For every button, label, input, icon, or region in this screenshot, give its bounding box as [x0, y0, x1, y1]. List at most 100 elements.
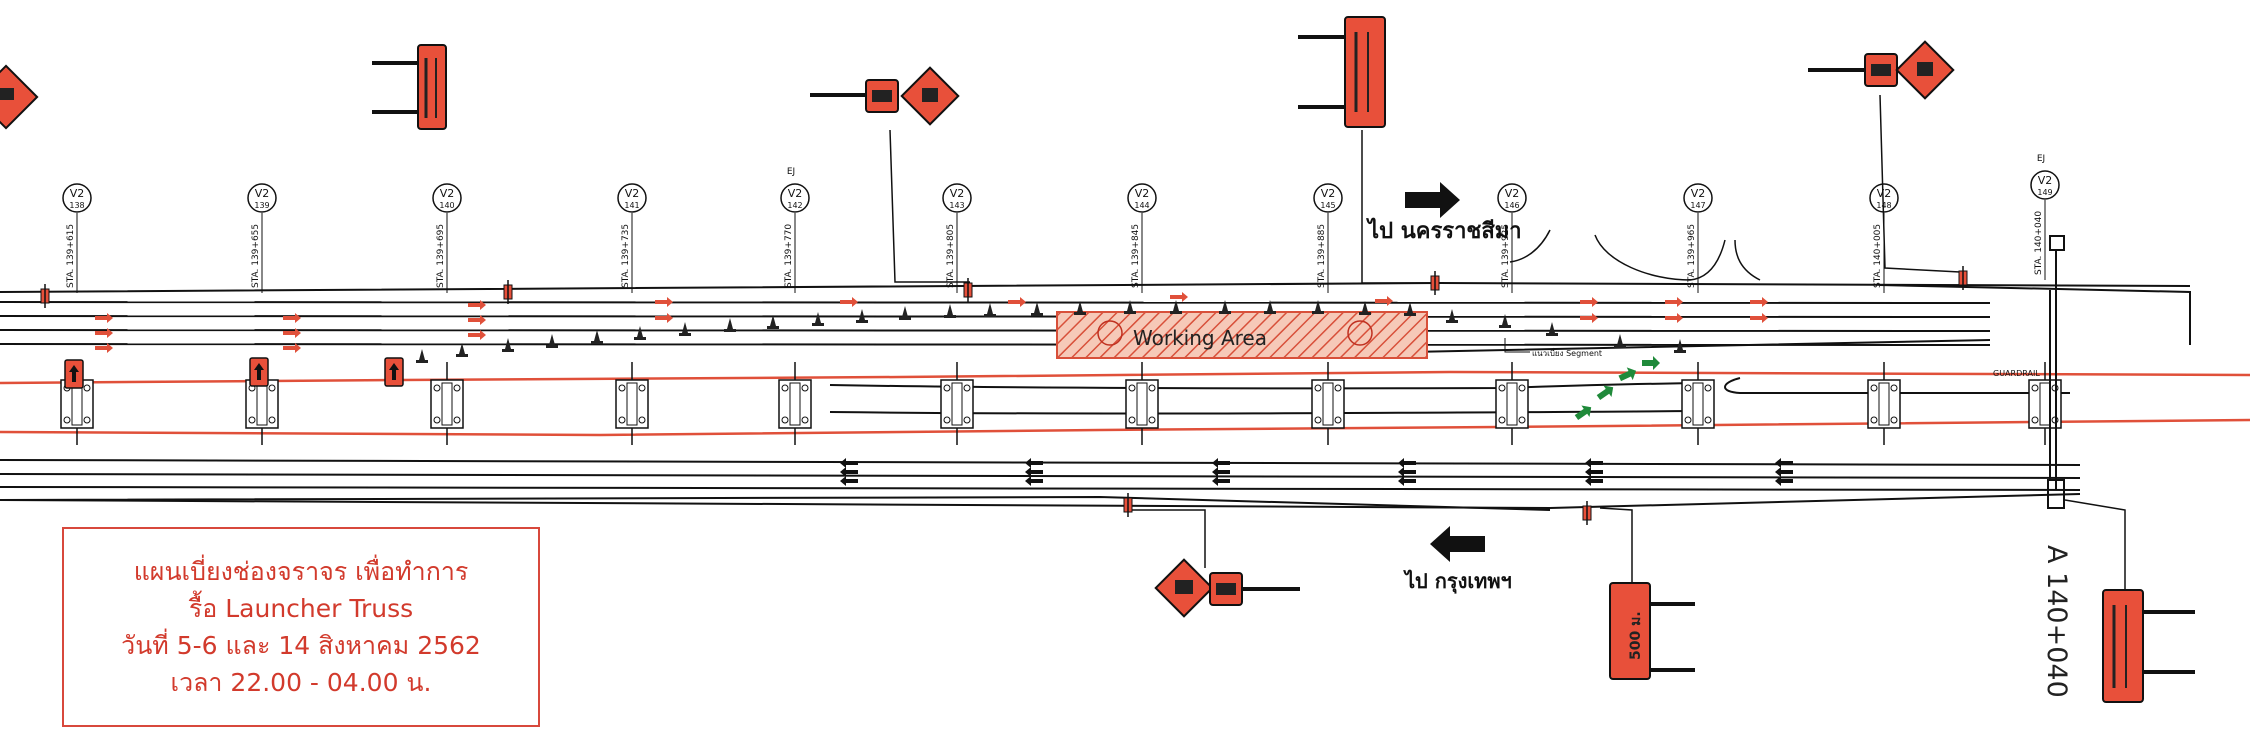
- pier-number: 146: [1504, 201, 1519, 210]
- pier-code: V2: [950, 187, 965, 200]
- lane-arrow-right: [95, 313, 113, 323]
- post-marker: [963, 278, 973, 302]
- traffic-cone: [502, 338, 514, 352]
- title-line-2: รื้อ Launcher Truss: [188, 594, 414, 623]
- traffic-cone: [416, 349, 428, 363]
- pier-station: STA. 139+615: [66, 224, 76, 288]
- lane-arrow-right: [1665, 313, 1683, 323]
- traffic-cone: [812, 312, 824, 326]
- pier-code: V2: [255, 187, 270, 200]
- pier-station: STA. 140+005: [1873, 224, 1883, 288]
- traffic-cone: [944, 304, 956, 318]
- lane-arrow-right: [1750, 313, 1768, 323]
- lane-arrow-right: [1170, 292, 1188, 302]
- lane-arrow-right: [1375, 296, 1393, 306]
- pier-number: 138: [69, 201, 84, 210]
- expansion-joint-label: EJ: [787, 167, 795, 177]
- lane-arrow-box: [249, 357, 269, 387]
- pole-sign-2: [810, 66, 970, 283]
- post-marker: [1123, 493, 1133, 517]
- pole-sign-1: [372, 44, 447, 130]
- traffic-cone: [1170, 300, 1182, 314]
- pier-code: V2: [625, 187, 640, 200]
- pier-station: STA. 139+885: [1317, 224, 1327, 288]
- to-bangkok-label: ไป กรุงเทพฯ: [1403, 569, 1512, 594]
- lane-arrow-left: [840, 458, 858, 486]
- pier-tag: [617, 183, 647, 213]
- traffic-cone: [984, 303, 996, 317]
- green-arrow-3: [1618, 367, 1637, 382]
- pier-tag: [62, 183, 92, 213]
- pier-code: V2: [1691, 187, 1706, 200]
- station-end-label: A 140+040: [2041, 545, 2072, 698]
- traffic-cone: [1499, 314, 1511, 328]
- pier-number: 140: [439, 201, 454, 210]
- pier-station: STA. 139+695: [436, 224, 446, 288]
- green-arrow-1: [1574, 405, 1592, 421]
- pole-sign-6: 500 ม.: [1599, 507, 1695, 680]
- launcher-marker-right: [1347, 320, 1373, 346]
- traffic-cone: [1446, 309, 1458, 323]
- lane-arrow-right: [1750, 297, 1768, 307]
- expansion-joint-label: EJ: [2037, 154, 2045, 164]
- lane-arrow-left: [1398, 458, 1416, 486]
- pier-tag: [780, 183, 810, 213]
- traffic-cone: [767, 315, 779, 329]
- pier-number: 139: [254, 201, 269, 210]
- pier-tag: [247, 183, 277, 213]
- arrow-left-icon: [1430, 526, 1485, 562]
- launcher-marker-left: [1097, 320, 1123, 346]
- pier-code: V2: [1321, 187, 1336, 200]
- lane-arrow-left: [1025, 458, 1043, 486]
- direction-to-bangkok: ไป กรุงเทพฯ: [1403, 526, 1512, 594]
- lower-signs: 500 ม.: [1130, 499, 2195, 703]
- traffic-cone: [899, 306, 911, 320]
- lane-arrow-left: [1212, 458, 1230, 486]
- lane-arrow-right: [468, 300, 486, 310]
- merge-arrows: [1574, 356, 1660, 421]
- pier-tag: [1497, 183, 1527, 213]
- pier-number: 149: [2037, 188, 2052, 197]
- pier-station: STA. 139+925: [1501, 224, 1511, 288]
- traffic-cone: [456, 343, 468, 357]
- traffic-cone: [1674, 339, 1686, 353]
- post-marker: [40, 284, 50, 308]
- red-guide-lines: [0, 370, 2250, 437]
- upper-signs: [0, 16, 1961, 284]
- pier-station: STA. 139+655: [251, 224, 261, 288]
- sign-distance-text: 500 ม.: [1628, 611, 1644, 660]
- pier-station: STA. 139+965: [1687, 224, 1697, 288]
- lane-arrow-left: [1585, 458, 1603, 486]
- pier-station: STA. 139+770: [784, 224, 794, 288]
- pier-code: V2: [1135, 187, 1150, 200]
- to-nakhon-ratchasima-label: ไป นครราชสีมา: [1366, 217, 1522, 244]
- post-marker: [503, 280, 513, 304]
- traffic-cone: [724, 318, 736, 332]
- post-marker: [1958, 266, 1968, 290]
- lane-arrow-right: [1665, 297, 1683, 307]
- lane-arrow-right: [1580, 313, 1598, 323]
- guardrail-label: GUARDRAIL: [1993, 369, 2040, 378]
- pier-number: 144: [1134, 201, 1149, 210]
- pier-tag: [942, 183, 972, 213]
- curve-lines: [1509, 229, 1761, 281]
- traffic-cone: [1124, 300, 1136, 314]
- pole-sign-3: [1298, 16, 1430, 284]
- pier-tag: [1313, 183, 1343, 213]
- lane-arrow-box: [384, 357, 404, 387]
- green-arrow-4: [1642, 356, 1660, 370]
- traffic-cone: [679, 322, 691, 336]
- traffic-cone: [1359, 301, 1371, 315]
- plan-title-box: แผนเบี่ยงช่องจราจร เพื่อทำการ รื้อ Launc…: [62, 527, 540, 727]
- lane-arrow-right: [840, 297, 858, 307]
- traffic-cone: [1404, 302, 1416, 316]
- working-area: Working Area: [1056, 311, 1428, 359]
